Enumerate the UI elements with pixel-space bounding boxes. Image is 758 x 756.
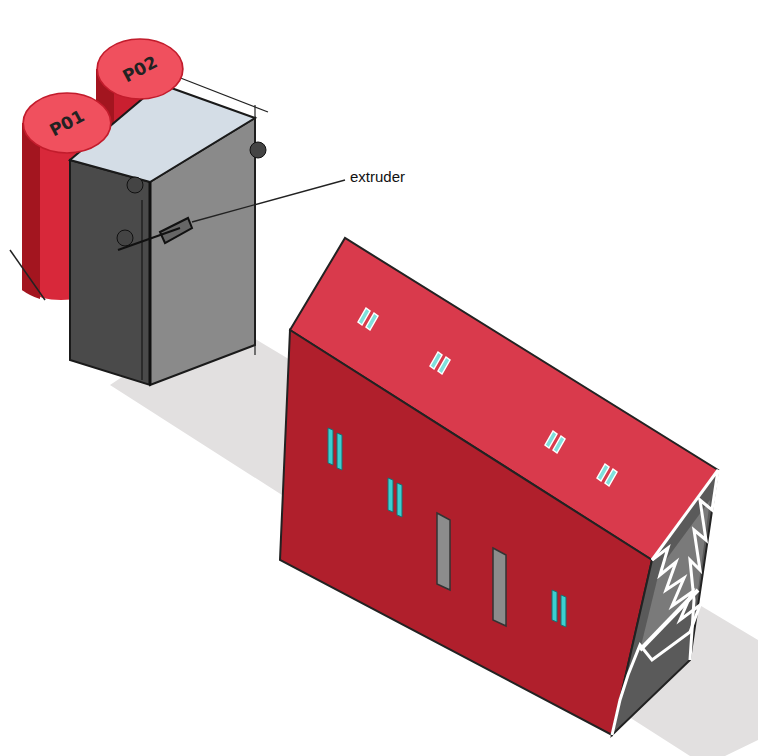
machine-port bbox=[127, 177, 143, 193]
extruder-symbol bbox=[160, 218, 192, 243]
silo-shade bbox=[22, 123, 40, 299]
roof-windows bbox=[358, 308, 617, 486]
sketch-line bbox=[10, 250, 45, 300]
machine-port bbox=[117, 230, 133, 246]
silo-top: P01 bbox=[22, 92, 112, 154]
floor-beam bbox=[640, 590, 698, 650]
machine-seam bbox=[141, 200, 143, 380]
truss-frame bbox=[612, 548, 700, 735]
silo-top: P02 bbox=[96, 38, 184, 100]
building-end bbox=[612, 470, 718, 735]
machine-side-face bbox=[70, 160, 150, 385]
part-label: extruder bbox=[350, 168, 405, 185]
truss-frame bbox=[652, 470, 718, 660]
machine-port bbox=[250, 142, 266, 158]
door bbox=[493, 548, 506, 626]
building-wall bbox=[280, 330, 652, 735]
extruder-pipe bbox=[118, 228, 180, 250]
leader-line bbox=[192, 180, 345, 222]
wall-windows bbox=[328, 428, 566, 627]
door bbox=[437, 513, 450, 590]
building-interior bbox=[640, 500, 710, 650]
machine-seam bbox=[149, 182, 152, 385]
